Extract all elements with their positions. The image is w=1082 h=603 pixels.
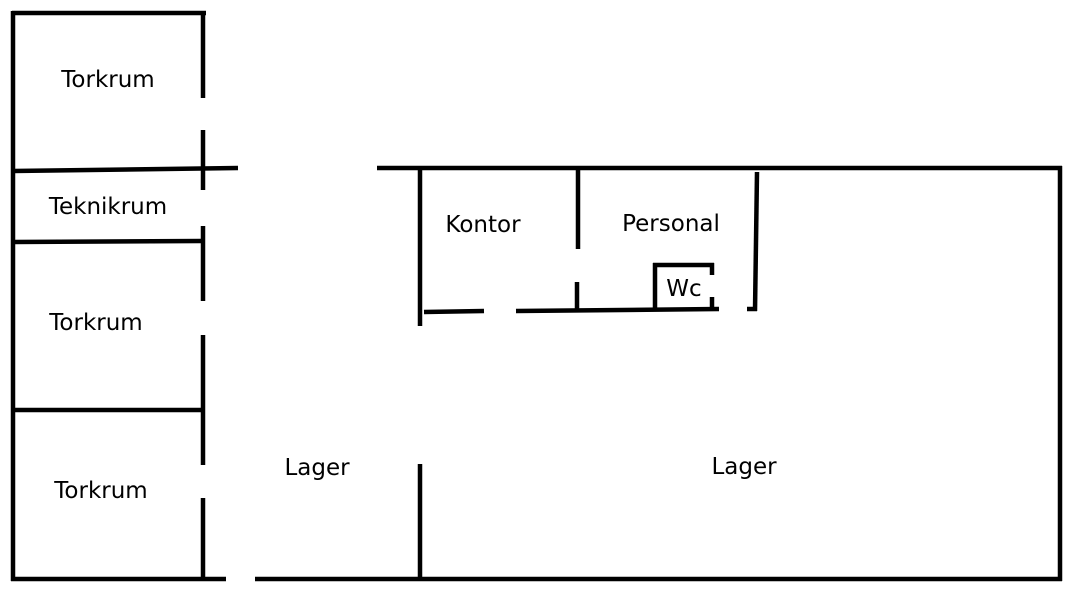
walls xyxy=(10,10,1063,582)
room-label-torkrum-1: Torkrum xyxy=(60,67,154,93)
room-label-personal: Personal xyxy=(622,211,720,237)
room-label-kontor: Kontor xyxy=(445,212,521,238)
room-labels: Torkrum Teknikrum Torkrum Torkrum Lager … xyxy=(48,67,777,504)
kontor-bottom-wall-left xyxy=(423,308,485,315)
room-label-lager-corridor: Lager xyxy=(284,455,350,481)
room-label-wc: Wc xyxy=(666,276,701,302)
partition-torkrum-teknikrum xyxy=(12,165,239,174)
room-label-torkrum-2: Torkrum xyxy=(48,310,142,336)
room-label-torkrum-3: Torkrum xyxy=(53,478,147,504)
room-label-lager-main: Lager xyxy=(711,454,777,480)
office-bottom-wall xyxy=(515,306,720,314)
personal-right-wall xyxy=(752,171,760,312)
room-label-teknikrum: Teknikrum xyxy=(48,194,167,220)
partition-teknikrum-torkrum xyxy=(12,238,202,245)
